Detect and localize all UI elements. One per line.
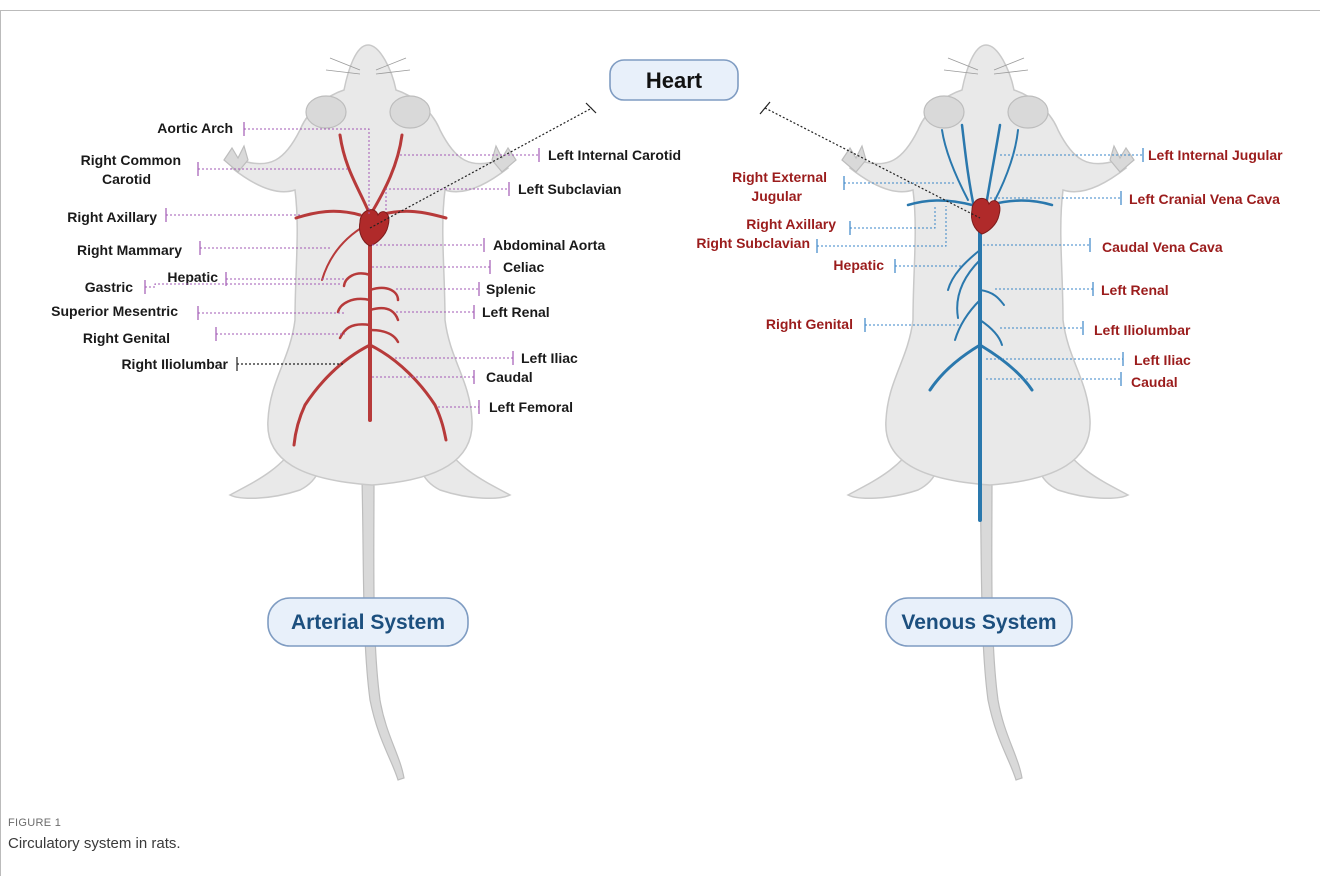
label-right-subclavian: Right Subclavian xyxy=(696,235,810,251)
label-left-iliac-vein: Left Iliac xyxy=(1134,352,1191,368)
label-right-axillary: Right Axillary xyxy=(67,209,157,225)
label-right-axillary-vein: Right Axillary xyxy=(746,216,836,232)
label-superior-mesentric: Superior Mesentric xyxy=(51,303,178,319)
label-right-mammary: Right Mammary xyxy=(77,242,182,258)
label-hepatic: Hepatic xyxy=(167,269,218,285)
label-right-iliolumbar: Right Iliolumbar xyxy=(121,356,228,372)
rat-right-ear xyxy=(390,96,430,128)
label-left-renal-vein: Left Renal xyxy=(1101,282,1169,298)
label-left-iliolumbar: Left Iliolumbar xyxy=(1094,322,1191,338)
label-caudal: Caudal xyxy=(486,369,533,385)
label-caudal-vena-cava: Caudal Vena Cava xyxy=(1102,239,1223,255)
label-celiac: Celiac xyxy=(503,259,544,275)
label-left-cranial-vena-cava: Left Cranial Vena Cava xyxy=(1129,191,1280,207)
label-hepatic-vein: Hepatic xyxy=(833,257,884,273)
label-caudal-vein: Caudal xyxy=(1131,374,1178,390)
label-left-iliac: Left Iliac xyxy=(521,350,578,366)
venous-rat xyxy=(842,45,1134,780)
label-left-femoral: Left Femoral xyxy=(489,399,573,415)
label-gastric: Gastric xyxy=(85,279,133,295)
label-left-renal: Left Renal xyxy=(482,304,550,320)
rat-left-ear xyxy=(306,96,346,128)
label-right-external-jugular-2: Jugular xyxy=(751,188,802,204)
heart-leader-arterial-tick xyxy=(586,103,596,113)
figure-caption: Circulatory system in rats. xyxy=(8,835,181,852)
heart-leader-venous-tick xyxy=(760,102,770,114)
label-left-internal-carotid: Left Internal Carotid xyxy=(548,147,681,163)
rat-right-ear xyxy=(1008,96,1048,128)
label-right-common-carotid-1: Right Common xyxy=(81,152,181,168)
label-splenic: Splenic xyxy=(486,281,536,297)
heart-label: Heart xyxy=(646,68,703,93)
venous-system-title: Venous System xyxy=(901,611,1056,634)
label-aortic-arch: Aortic Arch xyxy=(157,120,233,136)
rat-left-ear xyxy=(924,96,964,128)
arterial-system-title: Arterial System xyxy=(291,611,445,634)
label-abdominal-aorta: Abdominal Aorta xyxy=(493,237,605,253)
label-right-genital-vein: Right Genital xyxy=(766,316,853,332)
label-right-external-jugular-1: Right External xyxy=(732,169,827,185)
label-left-subclavian: Left Subclavian xyxy=(518,181,621,197)
figure-label: FIGURE 1 xyxy=(8,817,61,829)
rat-body xyxy=(850,45,1126,485)
label-right-genital: Right Genital xyxy=(83,330,170,346)
label-right-common-carotid-2: Carotid xyxy=(102,171,151,187)
label-left-internal-jugular: Left Internal Jugular xyxy=(1148,147,1283,163)
